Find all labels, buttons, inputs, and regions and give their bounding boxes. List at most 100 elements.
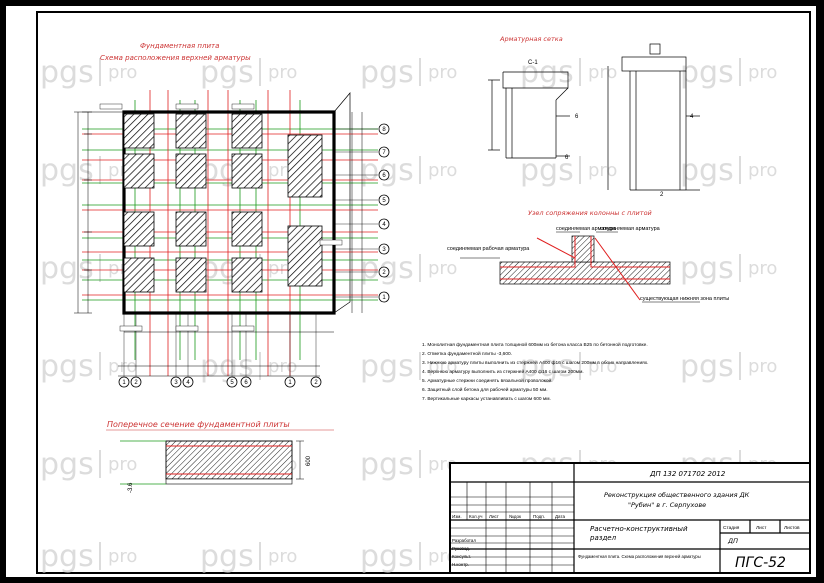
stamp-role: Руковод. xyxy=(452,546,470,551)
left-dimensions xyxy=(74,111,92,314)
row-axis-bubble xyxy=(378,194,390,206)
note-line: 2. Отметка фундаментной плиты -3,600. xyxy=(422,350,512,357)
node-detail: Узел сопряжения колонны с плитой соединя… xyxy=(447,209,729,303)
section-title: Поперечное сечение фундаментной плиты xyxy=(107,420,290,429)
column-axis-label: 1 xyxy=(122,380,126,386)
row-axis-label: 3 xyxy=(382,247,386,253)
sheet-name: Фундаментная плита. Схема расположения в… xyxy=(578,554,701,559)
mesh-dim-c: 4 xyxy=(690,114,694,120)
stamp-role: Разработал xyxy=(452,538,476,543)
hatched-pad xyxy=(175,257,207,293)
hdr-podp: Подп. xyxy=(533,514,545,519)
watermark-pgs: pgs xyxy=(520,349,574,384)
watermark-pro: pro xyxy=(108,356,137,377)
column-axis-bubble xyxy=(118,376,130,388)
pad-tag xyxy=(175,103,199,110)
watermark-pro: pro xyxy=(268,356,297,377)
row-axis-bubble xyxy=(378,266,390,278)
node-slab xyxy=(499,261,671,285)
wall-strip-lower xyxy=(287,225,323,287)
slab-plan: Фундаментная плита Схема расположения ве… xyxy=(74,42,390,388)
column-axis-bubble xyxy=(130,376,142,388)
watermark-pro: pro xyxy=(108,62,137,83)
mesh-dim-b: 6 xyxy=(565,155,569,161)
mesh-title: Арматурная сетка xyxy=(499,35,563,43)
watermark-pro: pro xyxy=(588,160,617,181)
row-axis-bubble xyxy=(378,291,390,303)
hatched-pad xyxy=(175,153,207,189)
watermark-pgs: pgs xyxy=(200,55,254,90)
row-axis-label: 4 xyxy=(382,222,386,228)
watermark-pgs: pgs xyxy=(360,447,414,482)
watermark-pro: pro xyxy=(748,356,777,377)
watermark-pro: pro xyxy=(588,356,617,377)
note-line: 4. Верхнюю арматуру выполнить из стержне… xyxy=(422,368,584,375)
note-line: 5. Арматурные стержни соединять вязально… xyxy=(422,377,553,384)
plan-title-line2: Схема расположения верхней арматуры xyxy=(100,54,251,62)
right-dimensions xyxy=(351,112,363,313)
general-notes: 1. Монолитная фундаментная плита толщино… xyxy=(422,341,648,402)
sheets-head: Листов xyxy=(784,525,800,531)
row-axis-bubble xyxy=(378,123,390,135)
node-title: Узел сопряжения колонны с плитой xyxy=(528,209,652,217)
hatched-pad xyxy=(231,113,263,149)
section-left-mark: -3.6 xyxy=(128,482,134,493)
watermark-pgs: pgs xyxy=(680,251,734,286)
sheet-head: Лист xyxy=(756,525,767,531)
mesh-dim-d: 2 xyxy=(660,192,664,198)
hatched-pad xyxy=(231,153,263,189)
watermark-pro: pro xyxy=(428,62,457,83)
column-axis-label: 6 xyxy=(244,380,248,386)
row-axis-bubble xyxy=(378,169,390,181)
watermark-pro: pro xyxy=(108,454,137,475)
wall-strip-upper xyxy=(287,134,323,198)
project-line1: Реконструкция общественного здания ДК xyxy=(604,491,750,499)
watermark-pgs: pgs xyxy=(40,539,94,574)
column-axis-label: 3 xyxy=(174,380,178,386)
note-line: 3. Нижнюю арматуру плиты выполнить из ст… xyxy=(422,359,648,366)
section-line1: Расчетно-конструктивный xyxy=(590,525,688,533)
watermark-pro: pro xyxy=(108,546,137,567)
watermark-pro: pro xyxy=(748,258,777,279)
column-axis-bubble xyxy=(170,376,182,388)
watermark-pgs: pgs xyxy=(40,349,94,384)
pad-tag xyxy=(175,325,199,332)
title-block: Изм. Кол.уч Лист №док Подп. Дата Разрабо… xyxy=(449,462,811,574)
watermark-pgs: pgs xyxy=(40,447,94,482)
org-code: ПГС-52 xyxy=(735,555,786,571)
watermark-pgs: pgs xyxy=(360,349,414,384)
watermark-pgs: pgs xyxy=(360,539,414,574)
row-axis-label: 7 xyxy=(382,150,386,156)
node-label-rebar-left: соединяемая арматура xyxy=(556,226,617,232)
pad-tag xyxy=(99,103,123,110)
row-axis-bubble xyxy=(378,146,390,158)
stamp-role: Н.контр. xyxy=(452,562,469,567)
hdr-list: Лист xyxy=(489,514,499,519)
watermark-pgs: pgs xyxy=(40,153,94,188)
watermark-pgs: pgs xyxy=(200,539,254,574)
stage-value: ДП xyxy=(727,537,738,545)
hatched-pad xyxy=(123,211,155,247)
stage-head: Стадия xyxy=(723,525,740,531)
pad-tags xyxy=(99,103,343,332)
watermark-pgs: pgs xyxy=(520,153,574,188)
pad-tag xyxy=(231,103,255,110)
hatched-pad xyxy=(123,153,155,189)
pad-tag xyxy=(319,239,343,246)
watermark-pro: pro xyxy=(588,62,617,83)
watermark-pgs: pgs xyxy=(680,349,734,384)
mesh-label: С-1 xyxy=(528,60,538,66)
watermark-pro: pro xyxy=(268,62,297,83)
pad-tag xyxy=(231,325,255,332)
watermark-pro: pro xyxy=(748,62,777,83)
bottom-dimensions xyxy=(118,331,334,377)
section-prep xyxy=(165,478,293,485)
hatched-pads xyxy=(123,113,263,293)
column-axis-bubble xyxy=(310,376,322,388)
watermark-pgs: pgs xyxy=(360,55,414,90)
watermark-pro: pro xyxy=(428,258,457,279)
watermark-pro: pro xyxy=(428,356,457,377)
